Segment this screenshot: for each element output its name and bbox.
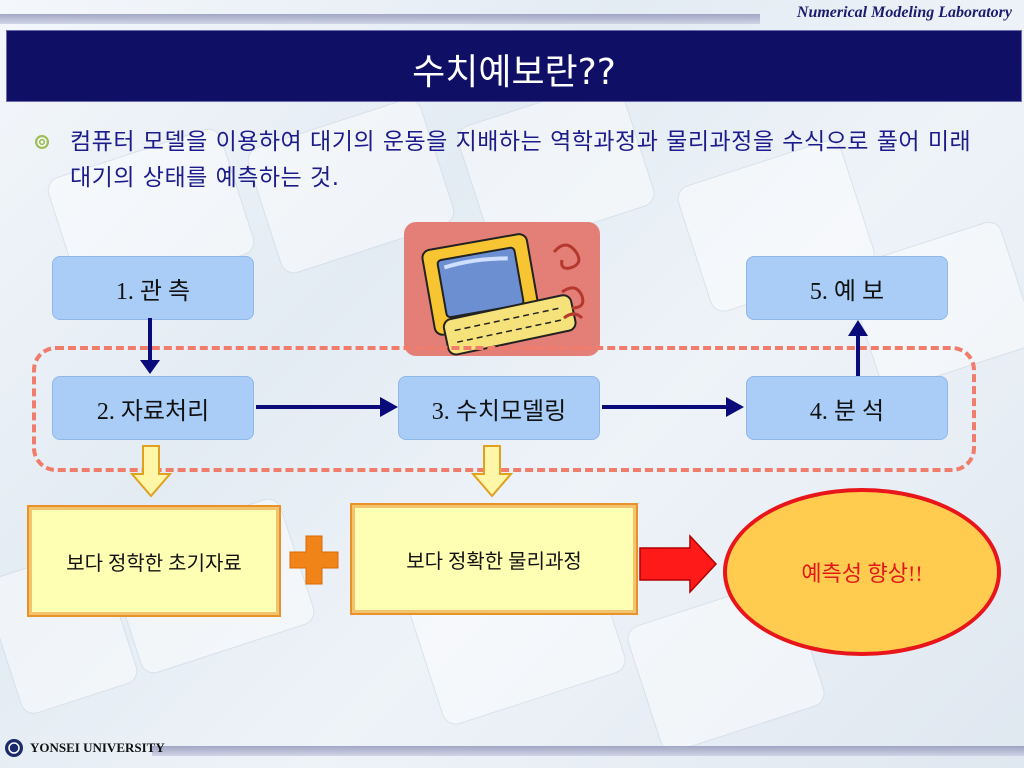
lab-name: Numerical Modeling Laboratory (796, 4, 1012, 21)
down-arrow-icon (140, 318, 160, 374)
step-forecast: 5. 예 보 (746, 256, 948, 320)
title-bar: 수치예보란?? (6, 30, 1022, 102)
up-arrow-icon (848, 320, 868, 376)
bullet-icon (35, 135, 49, 149)
university-name: YONSEI UNIVERSITY (30, 740, 165, 755)
yonsei-emblem-icon (5, 739, 23, 757)
step-numerical-modeling: 3. 수치모델링 (398, 376, 600, 440)
footer-decor-band (152, 746, 1024, 756)
footer-logo: YONSEI UNIVERSITY (4, 738, 165, 758)
result-initial-data: 보다 정학한 초기자료 (27, 505, 281, 617)
outcome-label: 예측성 향상!! (801, 561, 923, 586)
step-observation: 1. 관 측 (52, 256, 254, 320)
right-arrow-icon (256, 397, 398, 417)
red-right-arrow-icon (639, 534, 718, 594)
result-physics: 보다 정확한 물리과정 (350, 503, 638, 615)
right-arrow-icon (602, 397, 744, 417)
computer-clipart-icon (404, 222, 600, 356)
description-text: 컴퓨터 모델을 이용하여 대기의 운동을 지배하는 역학과정과 물리과정을 수식… (70, 129, 972, 191)
outcome-ellipse: 예측성 향상!! (723, 488, 1001, 656)
process-loop-outline (32, 346, 976, 472)
top-decor-band (0, 14, 760, 24)
page-title: 수치예보란?? (412, 52, 616, 93)
step-analysis: 4. 분 석 (746, 376, 948, 440)
yellow-down-arrow-icon (129, 445, 514, 498)
step-data-processing: 2. 자료처리 (52, 376, 254, 440)
plus-icon (289, 535, 339, 585)
